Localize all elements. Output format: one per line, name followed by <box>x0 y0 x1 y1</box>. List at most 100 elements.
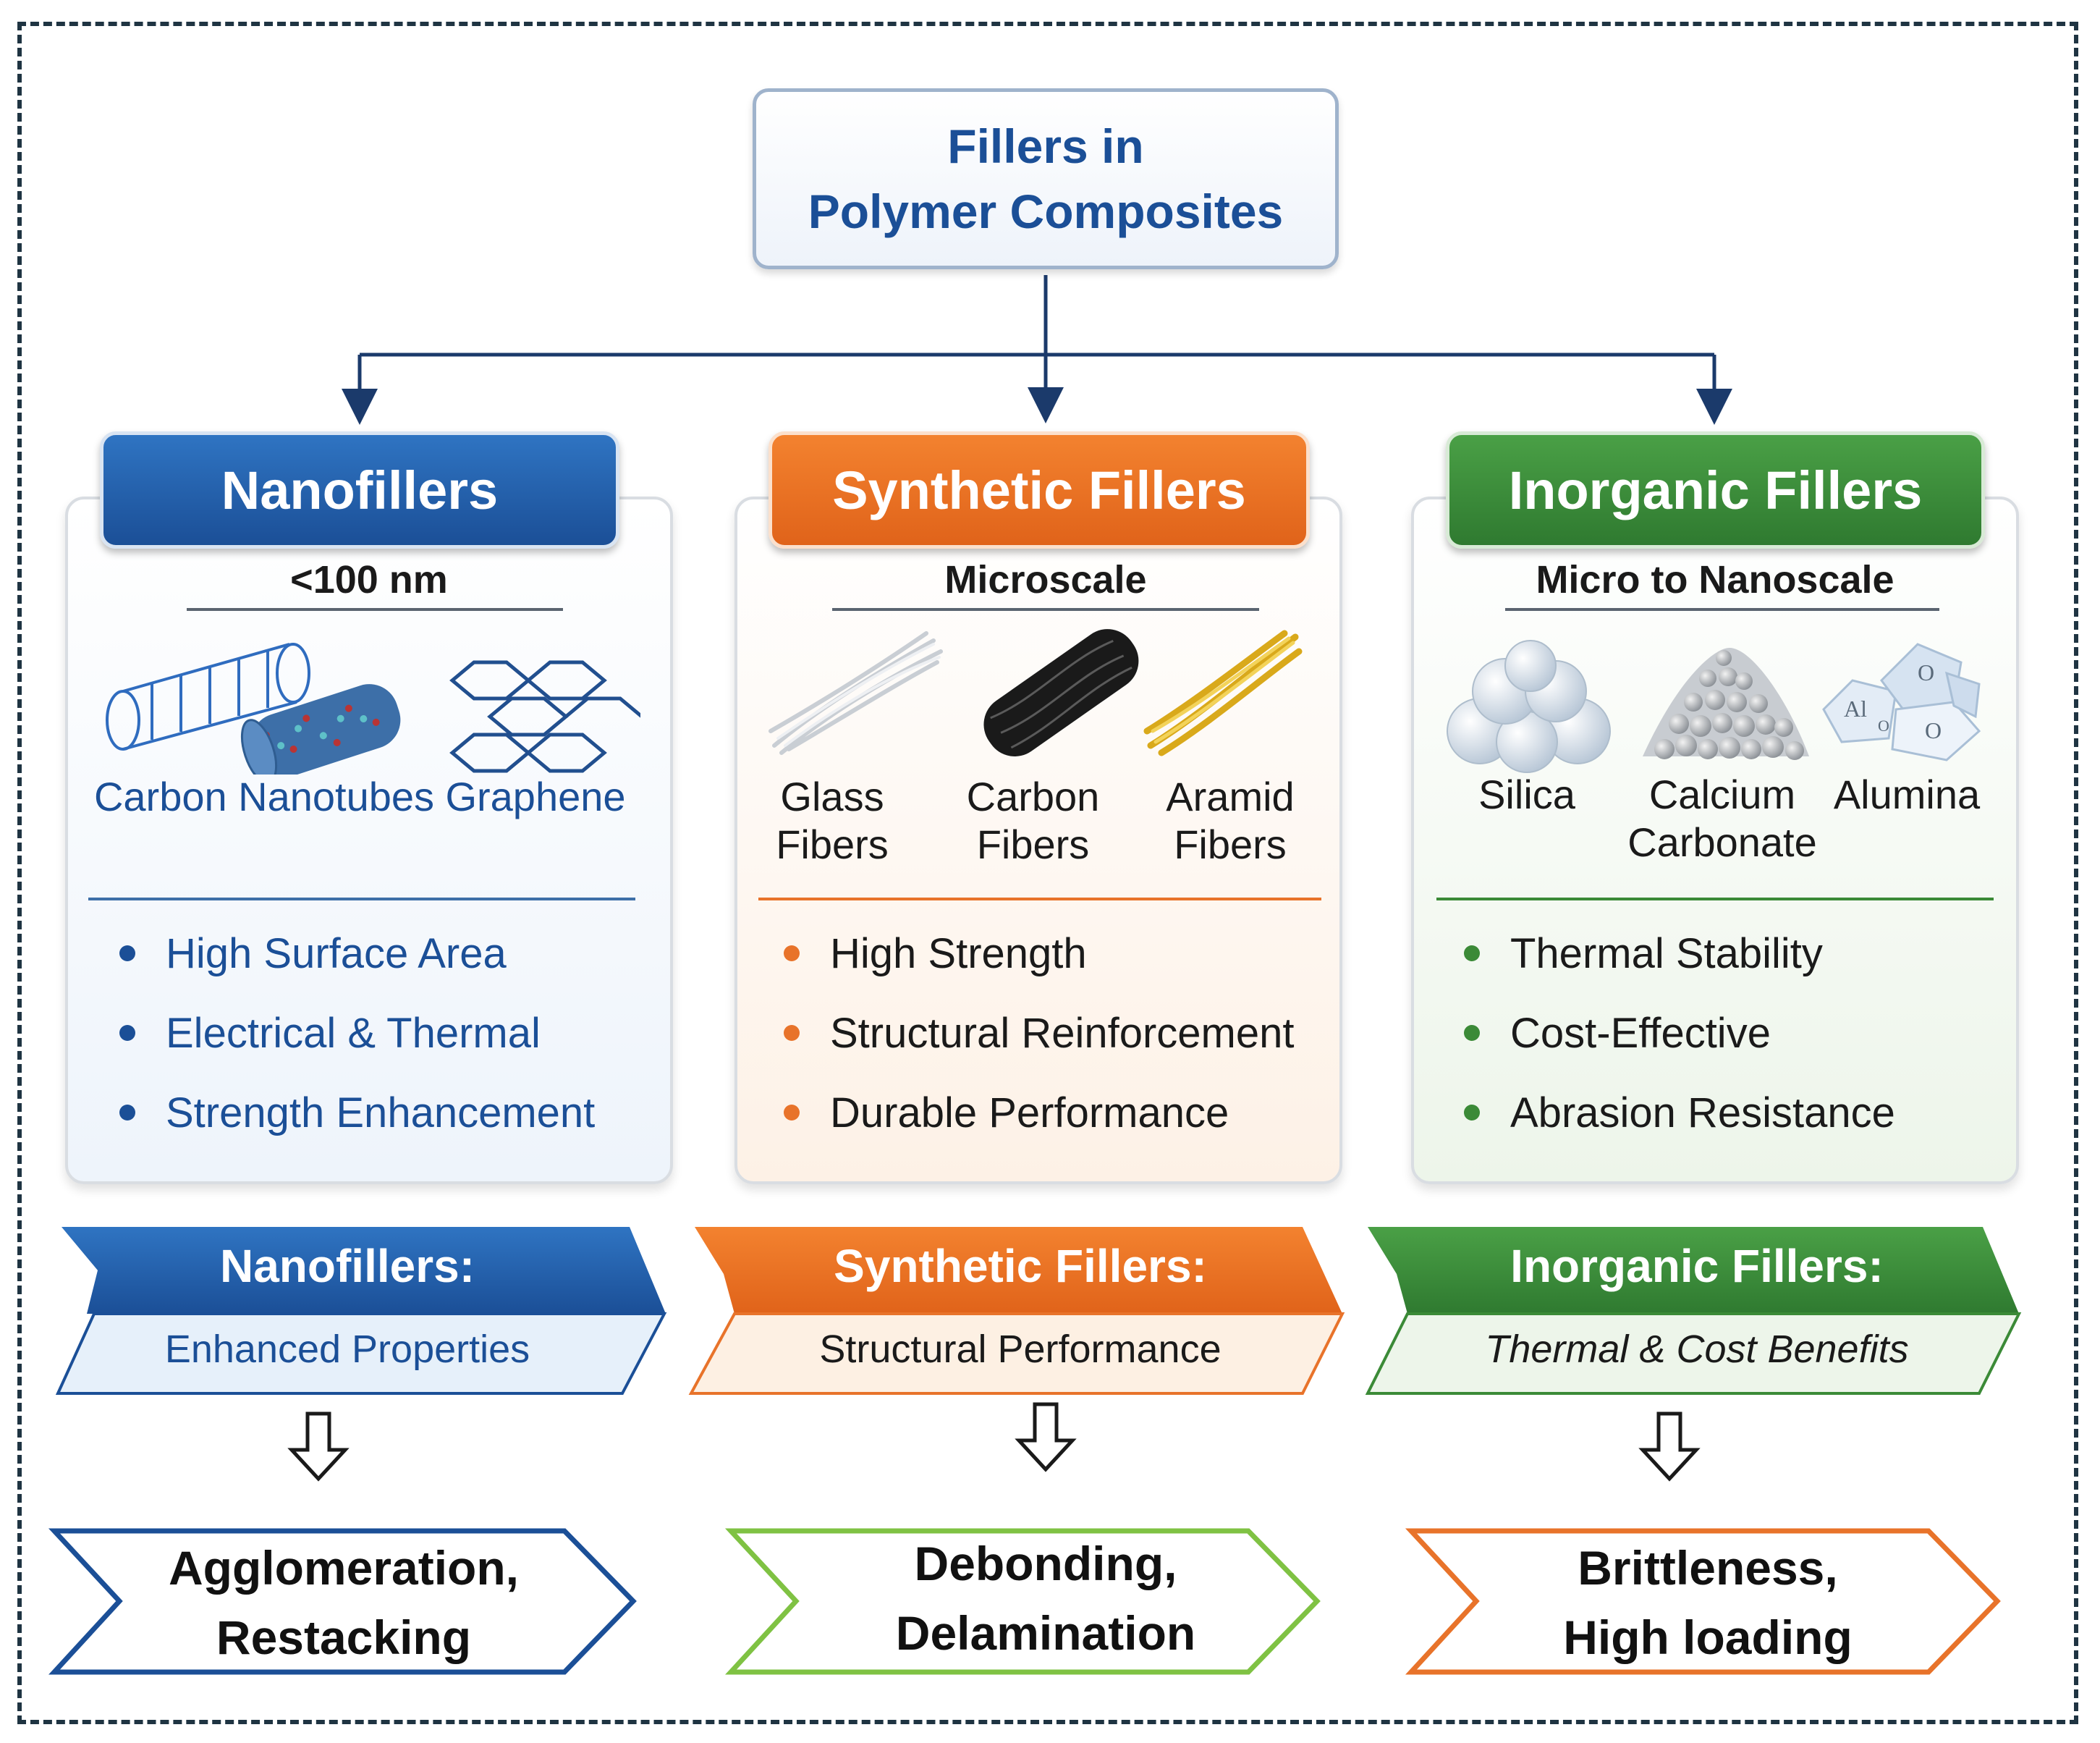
down-arrow-icon <box>287 1411 350 1482</box>
nanofillers-outcome-line2: Restacking <box>216 1611 472 1664</box>
alumina-glyph-o1: O <box>1918 659 1934 685</box>
alumina-glyph-o3: O <box>1878 717 1889 735</box>
bullet-text: Abrasion Resistance <box>1510 1089 1895 1136</box>
inorganic-banner-bottom <box>1365 1312 2022 1395</box>
synthetic-banner-bottom <box>688 1312 1345 1395</box>
aramid-fibers-icon <box>1143 630 1303 756</box>
carbon-fibers-label-line2: Fibers <box>976 822 1090 867</box>
list-item: Cost-Effective <box>1464 993 1985 1073</box>
list-item: High Strength <box>784 913 1319 993</box>
glass-fibers-label-line2: Fibers <box>776 822 889 867</box>
title-box: Fillers in Polymer Composites <box>753 88 1339 269</box>
inorganic-outcome-line2: High loading <box>1563 1611 1853 1664</box>
bullet-text: High Surface Area <box>166 929 507 977</box>
alumina-glyph-o2: O <box>1925 717 1942 743</box>
bullet-dot <box>1464 1105 1480 1120</box>
silica-label: Silica <box>1455 771 1599 819</box>
calcium-carbonate-label-line1: Calcium <box>1648 772 1796 817</box>
nanofillers-divider <box>88 898 635 900</box>
alumina-label-line1: Alumina <box>1833 772 1981 817</box>
aramid-fibers-label: Aramid Fibers <box>1147 773 1313 869</box>
list-item: Structural Reinforcement <box>784 993 1319 1073</box>
carbon-fibers-label-line1: Carbon <box>966 774 1100 819</box>
bullet-text: Electrical & Thermal <box>166 1009 541 1057</box>
title-line-2: Polymer Composites <box>808 185 1284 238</box>
nanofillers-bullet-list: High Surface Area Electrical & Thermal S… <box>119 913 626 1152</box>
inorganic-banner-top <box>1368 1227 2019 1314</box>
carbon-fibers-icon <box>983 629 1139 756</box>
carbon-nanotubes-icon <box>106 643 401 775</box>
aramid-fibers-label-line2: Fibers <box>1174 822 1287 867</box>
bullet-text: Thermal Stability <box>1510 929 1823 977</box>
nanofillers-panel <box>65 497 673 1184</box>
nanofillers-header: Nanofillers <box>100 431 619 549</box>
bullet-dot <box>784 1105 800 1120</box>
nanofillers-banner-sub: Enhanced Properties <box>164 1328 530 1371</box>
synthetic-banner-top <box>695 1227 1342 1314</box>
list-item: Abrasion Resistance <box>1464 1073 1985 1152</box>
glass-fibers-label-line1: Glass <box>780 774 884 819</box>
inorganic-scale: Micro to Nanoscale <box>1536 558 1894 602</box>
alumina-icon: Al O O O <box>1822 643 1981 761</box>
outcome-chevron-inorganic <box>1405 1528 2001 1675</box>
nanofillers-outcome: Agglomeration, Restacking <box>116 1533 572 1672</box>
synthetic-banner-sub: Structural Performance <box>819 1328 1222 1371</box>
bullet-text: Structural Reinforcement <box>830 1009 1295 1057</box>
list-item: Strength Enhancement <box>119 1073 626 1152</box>
list-item: Electrical & Thermal <box>119 993 626 1073</box>
carbon-fibers-label: Carbon Fibers <box>952 773 1114 869</box>
list-item: High Surface Area <box>119 913 626 993</box>
title-line-1: Fillers in <box>947 119 1144 173</box>
synthetic-outcome-line2: Delamination <box>895 1606 1196 1660</box>
outcome-chevron-synthetic <box>724 1528 1321 1675</box>
inorganic-bullet-list: Thermal Stability Cost-Effective Abrasio… <box>1464 913 1985 1152</box>
inorganic-outcome: Brittleness, High loading <box>1476 1533 1939 1672</box>
glass-fibers-icon <box>769 631 943 755</box>
calcium-carbonate-icon <box>1643 648 1809 760</box>
down-arrow-icon <box>1015 1402 1077 1472</box>
synthetic-scale-rule <box>832 608 1259 611</box>
bullet-dot <box>1464 1025 1480 1041</box>
down-arrow-icon <box>1638 1411 1701 1482</box>
bullet-dot <box>784 1025 800 1041</box>
synthetic-divider <box>758 898 1321 900</box>
nanofillers-scale-rule <box>187 608 563 611</box>
synthetic-fillers-panel <box>734 497 1342 1184</box>
synthetic-outcome: Debonding, Delamination <box>796 1529 1295 1668</box>
outcome-chevron-nano <box>48 1528 637 1675</box>
inorganic-banner-sub: Thermal & Cost Benefits <box>1485 1328 1909 1371</box>
bullet-dot <box>119 1025 135 1041</box>
banner-shapes <box>55 1227 2022 1395</box>
calcium-carbonate-label-line2: Carbonate <box>1627 819 1817 865</box>
graphene-label: Graphene <box>445 774 626 819</box>
carbon-nanotubes-label: Carbon Nanotubes <box>93 774 435 819</box>
synthetic-banner-title: Synthetic Fillers: <box>834 1240 1207 1292</box>
synthetic-bullet-list: High Strength Structural Reinforcement D… <box>784 913 1319 1152</box>
list-item: Durable Performance <box>784 1073 1319 1152</box>
graphene-icon <box>449 660 640 773</box>
outcome-shapes <box>48 1528 2001 1675</box>
nanofillers-banner-bottom <box>55 1312 667 1395</box>
alumina-label: Alumina <box>1824 771 1990 819</box>
inorganic-fillers-header: Inorganic Fillers <box>1446 431 1985 549</box>
inorganic-scale-rule <box>1505 608 1939 611</box>
bullet-text: High Strength <box>830 929 1087 977</box>
bullet-text: Cost-Effective <box>1510 1009 1771 1057</box>
inorganic-fillers-panel <box>1411 497 2019 1184</box>
inorganic-outcome-line1: Brittleness, <box>1578 1541 1838 1595</box>
alumina-glyph-al: Al <box>1844 696 1867 722</box>
synthetic-scale: Microscale <box>944 558 1147 602</box>
nanofillers-scale: <100 nm <box>290 558 448 602</box>
bullet-text: Strength Enhancement <box>166 1089 596 1136</box>
silica-icon <box>1447 640 1611 773</box>
glass-fibers-label: Glass Fibers <box>753 773 912 869</box>
synthetic-outcome-line1: Debonding, <box>914 1537 1177 1590</box>
calcium-carbonate-label: Calcium Carbonate <box>1614 771 1831 866</box>
dashed-frame <box>17 22 2078 1724</box>
bullet-dot <box>1464 945 1480 961</box>
inorganic-banner-title: Inorganic Fillers: <box>1510 1240 1884 1292</box>
list-item: Thermal Stability <box>1464 913 1985 993</box>
bullet-dot <box>119 945 135 961</box>
bullet-text: Durable Performance <box>830 1089 1229 1136</box>
